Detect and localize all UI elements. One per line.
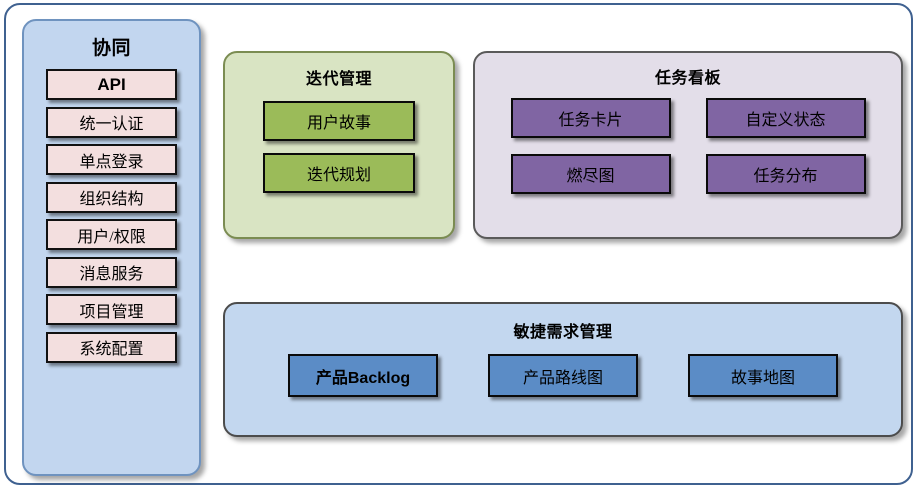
- taskboard-item-label: 自定义状态: [745, 112, 826, 129]
- agile-item-label: 产品路线图: [522, 369, 603, 387]
- taskboard-item-task-card[interactable]: 任务卡片: [510, 98, 671, 138]
- sidebar-item-label: 组织结构: [79, 191, 144, 208]
- agile-item-story-map[interactable]: 故事地图: [688, 354, 838, 397]
- sidebar-item-single-sign-on[interactable]: 单点登录: [46, 144, 177, 175]
- sidebar-item-system-config[interactable]: 系统配置: [46, 331, 177, 363]
- iteration-item-label: 迭代规划: [306, 167, 371, 184]
- sidebar-item-project-management[interactable]: 项目管理: [46, 294, 177, 325]
- panel-agile-requirement-management[interactable]: 敏捷需求管理 产品Backlog 产品路线图 故事地图: [223, 302, 903, 437]
- iteration-item-user-story[interactable]: 用户故事: [263, 101, 415, 141]
- sidebar-item-label: 消息服务: [79, 266, 144, 283]
- panel-iteration-management[interactable]: 迭代管理 用户故事 迭代规划: [223, 51, 455, 239]
- sidebar-item-label: 统一认证: [79, 116, 144, 133]
- taskboard-item-label: 燃尽图: [566, 168, 615, 185]
- collaboration-item-list: API 统一认证 单点登录 组织结构 用户/权限 消息服务 项目管理 系统配置: [24, 69, 199, 363]
- sidebar-item-api[interactable]: API: [46, 69, 177, 100]
- task-board-item-grid: 任务卡片 自定义状态 燃尽图 任务分布: [475, 98, 901, 194]
- agile-item-label: 产品Backlog: [315, 369, 411, 387]
- taskboard-item-custom-status[interactable]: 自定义状态: [705, 98, 866, 138]
- diagram-outer-frame: 协同 API 统一认证 单点登录 组织结构 用户/权限 消息服务 项目管理: [4, 3, 913, 485]
- sidebar-item-org-structure[interactable]: 组织结构: [46, 181, 177, 213]
- agile-item-row: 产品Backlog 产品路线图 故事地图: [225, 354, 901, 397]
- iteration-item-label: 用户故事: [306, 115, 371, 132]
- sidebar-item-label: 系统配置: [79, 341, 144, 358]
- sidebar-item-label: 项目管理: [79, 303, 144, 321]
- agile-item-product-backlog[interactable]: 产品Backlog: [288, 354, 438, 397]
- panel-collaboration[interactable]: 协同 API 统一认证 单点登录 组织结构 用户/权限 消息服务 项目管理: [22, 19, 201, 476]
- iteration-item-iteration-planning[interactable]: 迭代规划: [263, 153, 415, 193]
- taskboard-item-label: 任务卡片: [558, 112, 623, 129]
- sidebar-item-label: API: [97, 74, 126, 94]
- panel-agile-requirement-management-title: 敏捷需求管理: [513, 324, 613, 341]
- agile-item-label: 故事地图: [730, 369, 795, 387]
- iteration-item-list: 用户故事 迭代规划: [225, 101, 453, 193]
- panel-task-board[interactable]: 任务看板 任务卡片 自定义状态 燃尽图 任务分布: [473, 51, 903, 239]
- sidebar-item-user-permission[interactable]: 用户/权限: [46, 219, 177, 250]
- sidebar-item-unified-auth[interactable]: 统一认证: [46, 106, 177, 138]
- panel-collaboration-title: 协同: [91, 38, 131, 59]
- sidebar-item-message-service[interactable]: 消息服务: [46, 256, 177, 288]
- panel-task-board-title: 任务看板: [654, 70, 721, 87]
- taskboard-item-label: 任务分布: [753, 168, 818, 185]
- panel-iteration-management-title: 迭代管理: [305, 71, 372, 88]
- taskboard-item-burndown-chart[interactable]: 燃尽图: [510, 154, 671, 194]
- taskboard-item-task-distribution[interactable]: 任务分布: [705, 154, 866, 194]
- agile-item-product-roadmap[interactable]: 产品路线图: [488, 354, 638, 397]
- sidebar-item-label: 单点登录: [79, 153, 144, 171]
- sidebar-item-label: 用户/权限: [77, 228, 146, 246]
